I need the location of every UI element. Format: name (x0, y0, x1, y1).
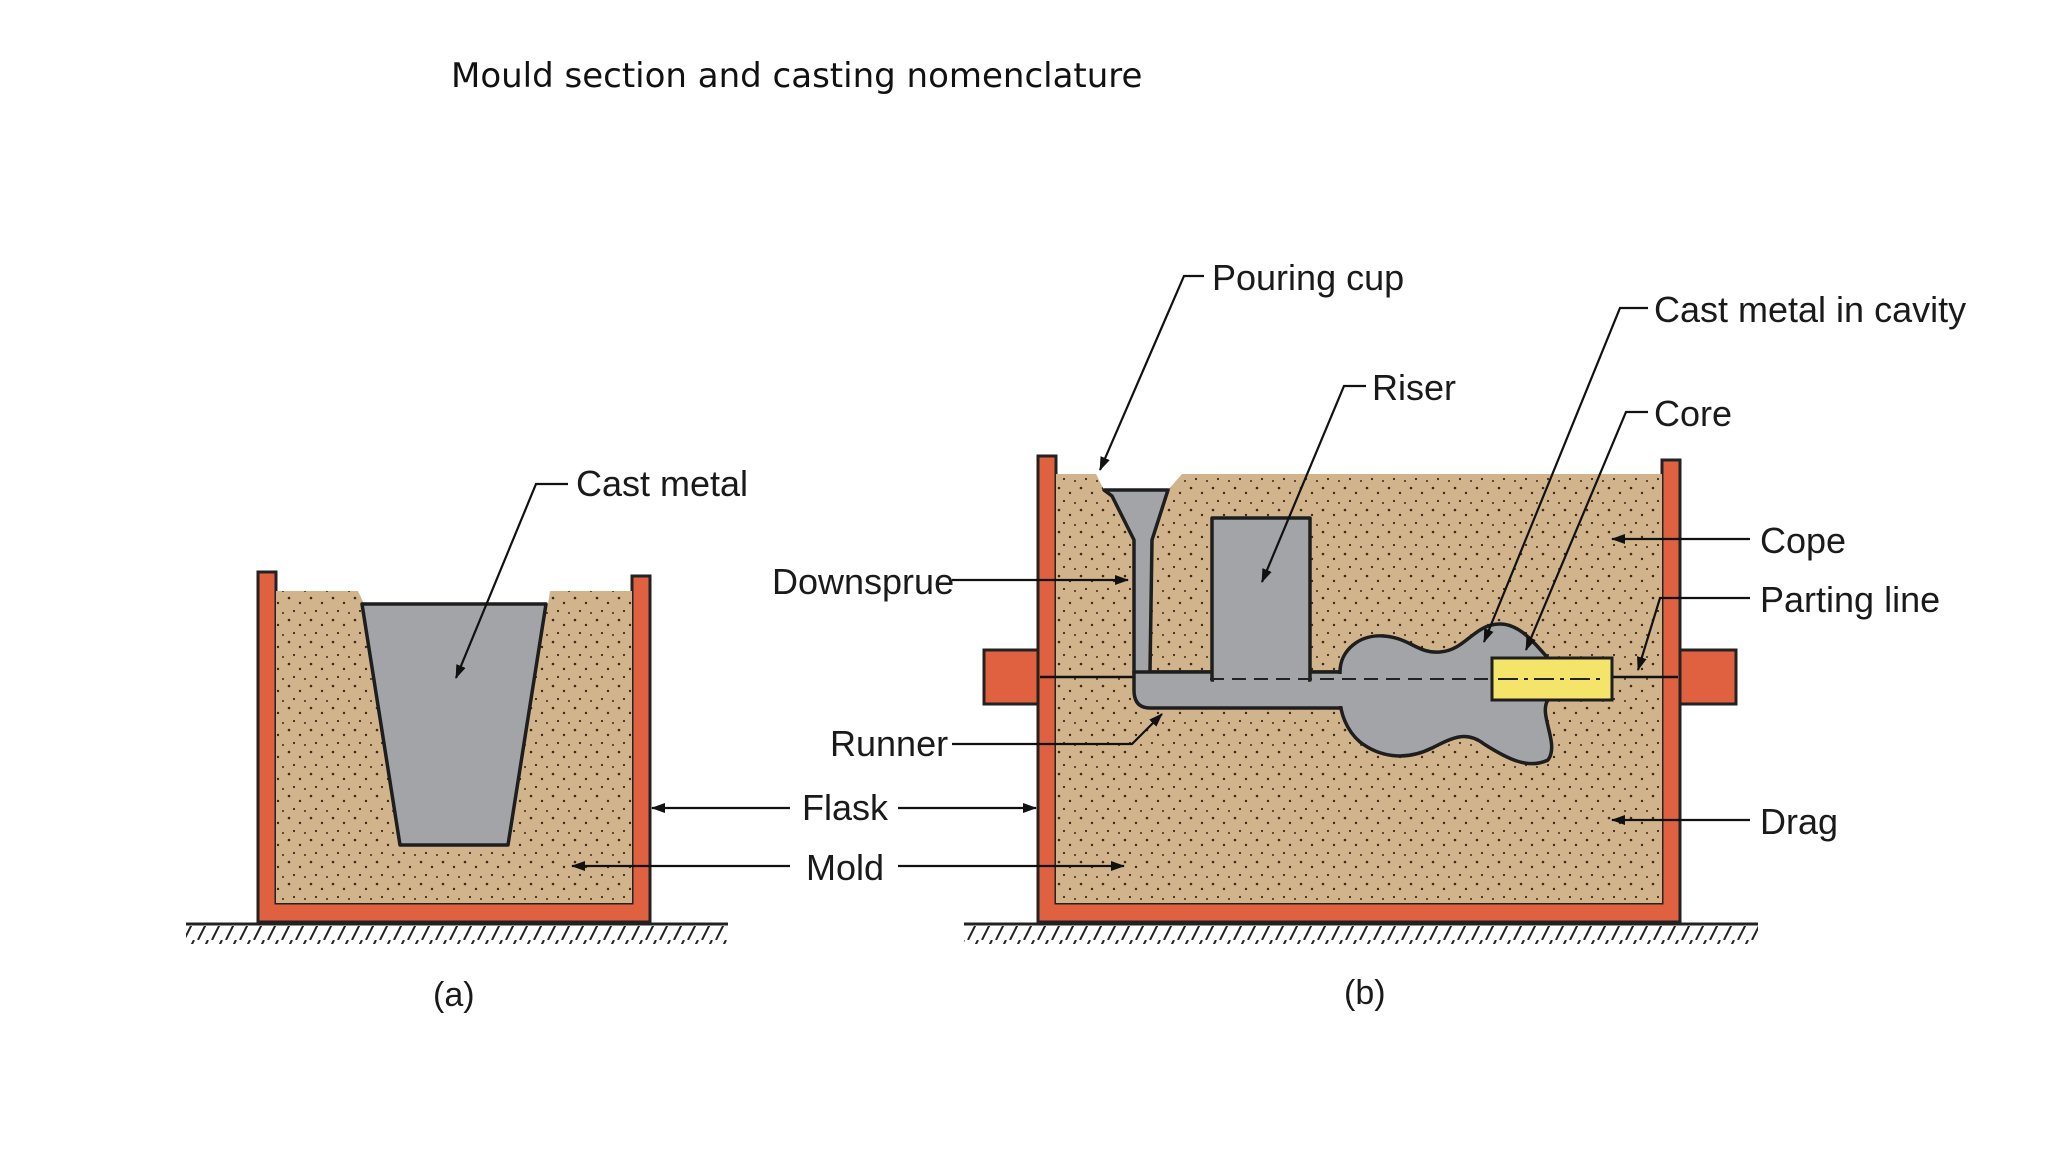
shared-labels: Flask Mold (571, 787, 1125, 888)
label-core: Core (1654, 393, 1732, 434)
label-parting-line: Parting line (1760, 579, 1940, 620)
riser-b (1210, 516, 1312, 682)
leader-runner (952, 713, 1163, 746)
label-cope: Cope (1760, 520, 1846, 561)
label-drag: Drag (1760, 801, 1838, 842)
leader-pouring-cup (1098, 274, 1204, 471)
ground-hatch-b (964, 926, 1758, 944)
leader-parting-line (1636, 596, 1750, 671)
label-mold: Mold (806, 847, 884, 888)
label-cast-metal: Cast metal (576, 463, 748, 504)
label-flask: Flask (802, 787, 889, 828)
slide-title: Mould section and casting nomenclature (451, 56, 1143, 96)
label-downsprue: Downsprue (772, 561, 954, 602)
figure-b: Pouring cup Cast metal in cavity Riser C… (772, 257, 1966, 1012)
leader-riser (1260, 384, 1366, 583)
leader-cast-metal-in-cavity (1482, 306, 1648, 643)
cavity-runner-joint (1330, 674, 1350, 706)
caption-a: (a) (433, 976, 475, 1014)
label-runner: Runner (830, 723, 948, 764)
ground-hatch-a (186, 926, 728, 944)
label-riser: Riser (1372, 367, 1456, 408)
label-pouring-cup: Pouring cup (1212, 257, 1404, 298)
caption-b: (b) (1344, 974, 1386, 1012)
leader-cast-metal (454, 482, 568, 679)
flask-pin-left (982, 648, 1042, 706)
cast-metal-a (360, 602, 548, 847)
leader-core (1524, 410, 1648, 651)
label-cast-metal-in-cavity: Cast metal in cavity (1654, 289, 1966, 330)
figure-a: Cast metal (a) (186, 463, 748, 1014)
